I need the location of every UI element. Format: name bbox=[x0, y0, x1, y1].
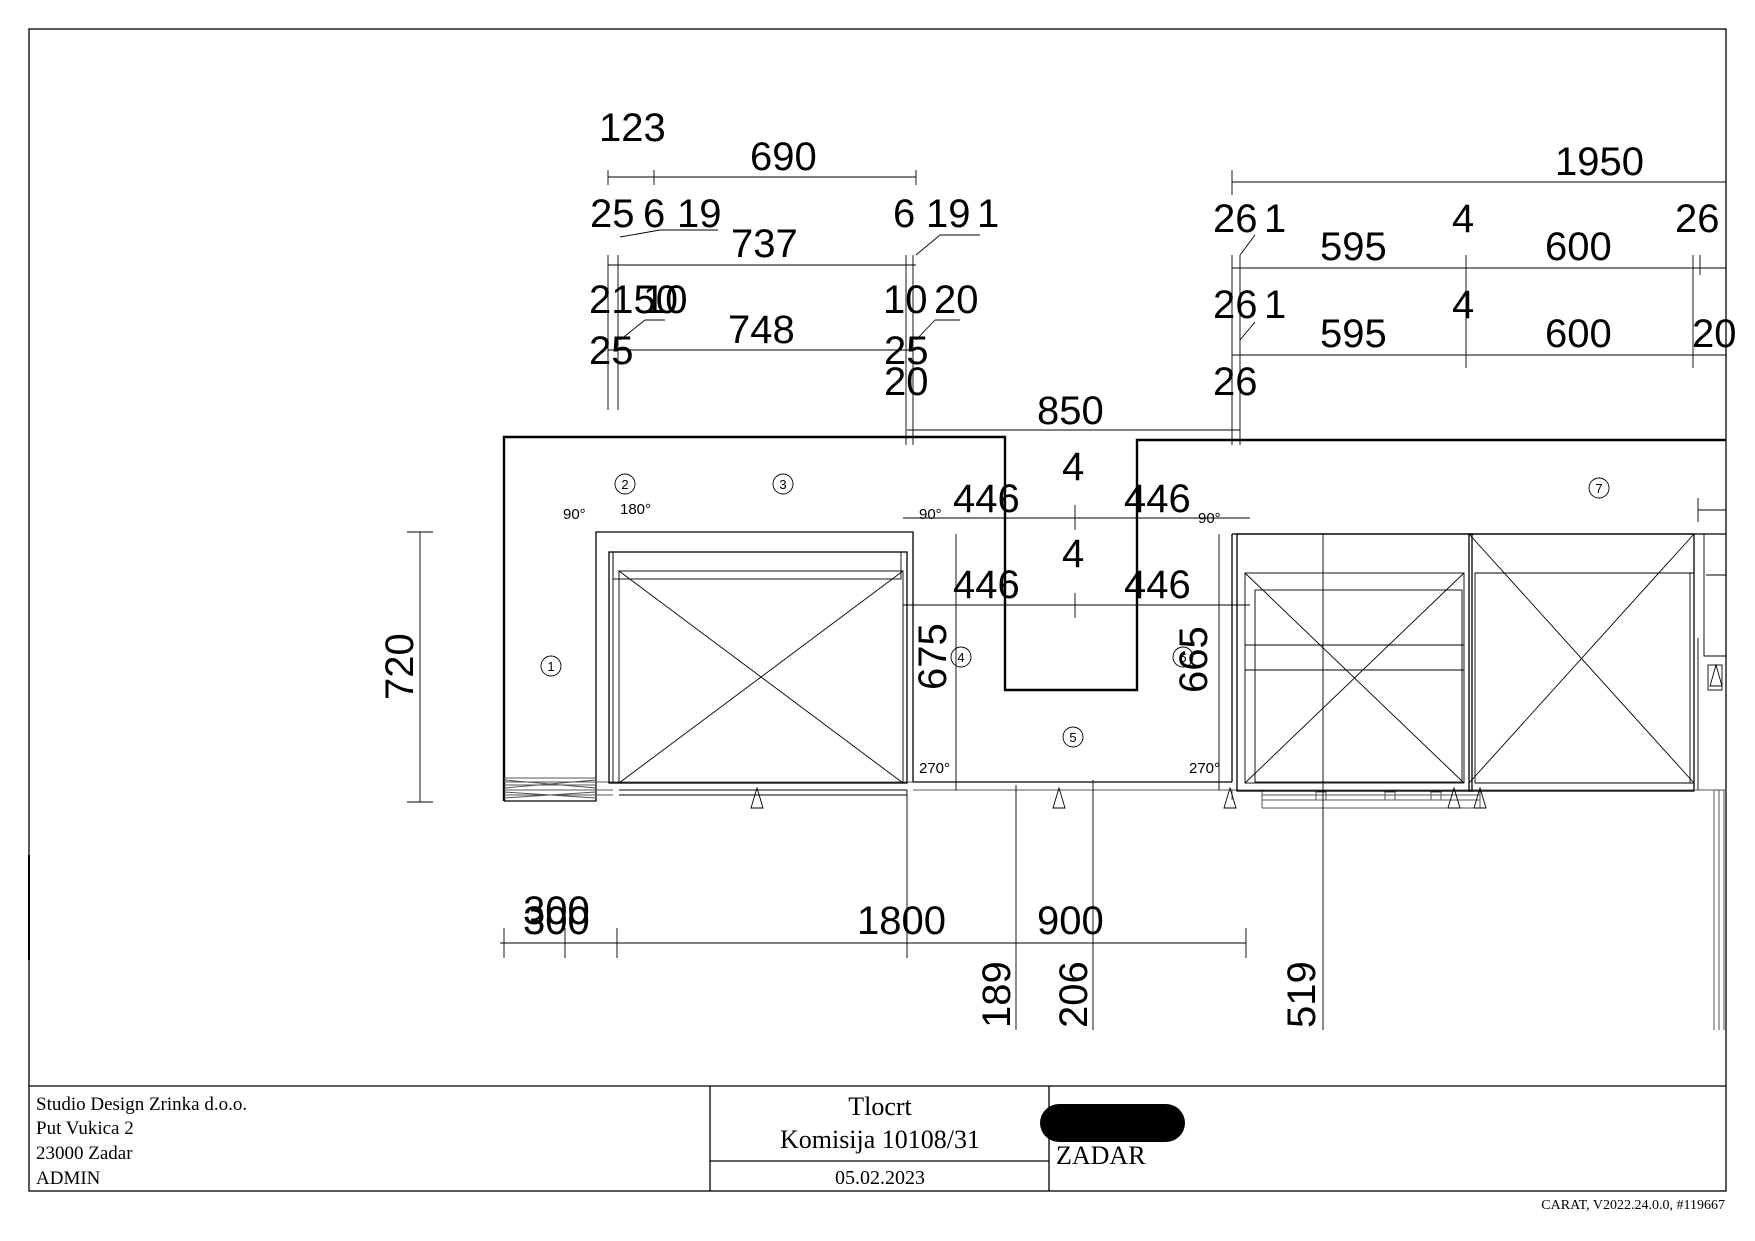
dim-123: 123 bbox=[599, 106, 666, 150]
dim-26-row2: 26 bbox=[1213, 283, 1258, 327]
dim-19-right: 19 bbox=[926, 192, 971, 236]
dim-2150: 2150 bbox=[589, 278, 678, 322]
dim-4: 4 bbox=[1452, 197, 1474, 241]
redacted-client-name bbox=[1040, 1104, 1185, 1142]
drawing-title: Tlocrt bbox=[848, 1092, 912, 1121]
dim-595: 595 bbox=[1320, 225, 1387, 269]
dim-446-b: 446 bbox=[1124, 477, 1191, 521]
dim-600-row2: 600 bbox=[1545, 312, 1612, 356]
dim-600: 600 bbox=[1545, 225, 1612, 269]
dim-26-lower: 26 bbox=[1213, 360, 1258, 404]
marker-3: 3 bbox=[772, 473, 794, 495]
dim-1800: 1800 bbox=[857, 899, 946, 943]
dim-519: 519 bbox=[1280, 961, 1324, 1028]
dim-300-lower: 300 bbox=[523, 899, 590, 943]
dim-850: 850 bbox=[1037, 389, 1104, 433]
dim-10-right: 10 bbox=[883, 278, 928, 322]
dim-20-lower: 20 bbox=[884, 360, 929, 404]
svg-text:4: 4 bbox=[957, 650, 964, 665]
dim-19: 19 bbox=[677, 192, 722, 236]
marker-4: 4 bbox=[950, 646, 972, 668]
dim-26-far: 26 bbox=[1675, 197, 1720, 241]
dim-446-a: 446 bbox=[953, 477, 1020, 521]
location: ZADAR bbox=[1056, 1141, 1146, 1170]
dim-6-right: 6 bbox=[893, 192, 915, 236]
company-name: Studio Design Zrinka d.o.o. bbox=[36, 1094, 247, 1115]
angle-270-left: 270° bbox=[919, 760, 950, 777]
svg-text:2: 2 bbox=[621, 477, 628, 492]
dim-748: 748 bbox=[728, 308, 795, 352]
dim-4-mid2: 4 bbox=[1062, 532, 1084, 576]
dim-25: 25 bbox=[590, 192, 635, 236]
dim-4-row2: 4 bbox=[1452, 283, 1474, 327]
angle-90-right: 90° bbox=[1198, 510, 1221, 527]
dim-900: 900 bbox=[1037, 899, 1104, 943]
dim-25-mid: 25 bbox=[884, 329, 929, 373]
dim-6: 6 bbox=[643, 192, 665, 236]
marker-1: 1 bbox=[540, 655, 562, 677]
dim-26: 26 bbox=[1213, 197, 1258, 241]
dim-446-c: 446 bbox=[953, 563, 1020, 607]
company-city: 23000 Zadar bbox=[36, 1143, 133, 1164]
dim-1950: 1950 bbox=[1555, 140, 1644, 184]
dim-737: 737 bbox=[731, 222, 798, 266]
dim-300-upper: 300 bbox=[523, 889, 590, 933]
dim-4-mid: 4 bbox=[1062, 445, 1084, 489]
dim-675: 675 bbox=[911, 623, 955, 690]
dim-25-left: 25 bbox=[589, 329, 634, 373]
angle-90-mid: 90° bbox=[919, 506, 942, 523]
dimension-labels: 123 690 25 6 19 737 6 19 1 2150 10 748 1… bbox=[378, 106, 1737, 1028]
dimension-lines bbox=[407, 170, 1726, 958]
angle-270-right: 270° bbox=[1189, 760, 1220, 777]
dim-20: 20 bbox=[934, 278, 979, 322]
svg-text:3: 3 bbox=[779, 477, 786, 492]
svg-text:1: 1 bbox=[547, 659, 554, 674]
dim-595-row2: 595 bbox=[1320, 312, 1387, 356]
angle-labels: 90° 180° 90° 90° 270° 270° bbox=[563, 501, 1221, 777]
title-block: Studio Design Zrinka d.o.o. Put Vukica 2… bbox=[29, 1085, 1726, 1213]
angle-180: 180° bbox=[620, 501, 651, 518]
dim-690: 690 bbox=[750, 135, 817, 179]
dim-665: 665 bbox=[1172, 626, 1216, 693]
company-street: Put Vukica 2 bbox=[36, 1118, 134, 1139]
dim-20-far: 20 bbox=[1692, 312, 1737, 356]
dim-446-d: 446 bbox=[1124, 563, 1191, 607]
dim-189: 189 bbox=[975, 961, 1019, 1028]
dim-720: 720 bbox=[378, 633, 422, 700]
svg-text:6: 6 bbox=[1179, 650, 1186, 665]
marker-2: 2 bbox=[614, 473, 636, 495]
angle-90-left: 90° bbox=[563, 506, 586, 523]
software-version: CARAT, V2022.24.0.0, #119667 bbox=[1541, 1198, 1725, 1213]
marker-6: 6 bbox=[1172, 646, 1194, 668]
marker-5: 5 bbox=[1062, 726, 1084, 748]
kitchen-plan bbox=[502, 435, 1727, 1030]
dim-1: 1 bbox=[977, 192, 999, 236]
dim-10: 10 bbox=[643, 278, 688, 322]
dim-1-row2: 1 bbox=[1264, 283, 1286, 327]
drawing-date: 05.02.2023 bbox=[835, 1167, 925, 1189]
drawn-by: ADMIN bbox=[36, 1168, 101, 1189]
svg-text:5: 5 bbox=[1069, 730, 1076, 745]
commission-number: Komisija 10108/31 bbox=[780, 1125, 980, 1154]
marker-7: 7 bbox=[1588, 477, 1610, 499]
position-markers: 1 2 3 4 5 6 7 bbox=[540, 473, 1610, 748]
svg-text:7: 7 bbox=[1595, 481, 1602, 496]
dim-206: 206 bbox=[1052, 961, 1096, 1028]
dim-1-r: 1 bbox=[1264, 197, 1286, 241]
